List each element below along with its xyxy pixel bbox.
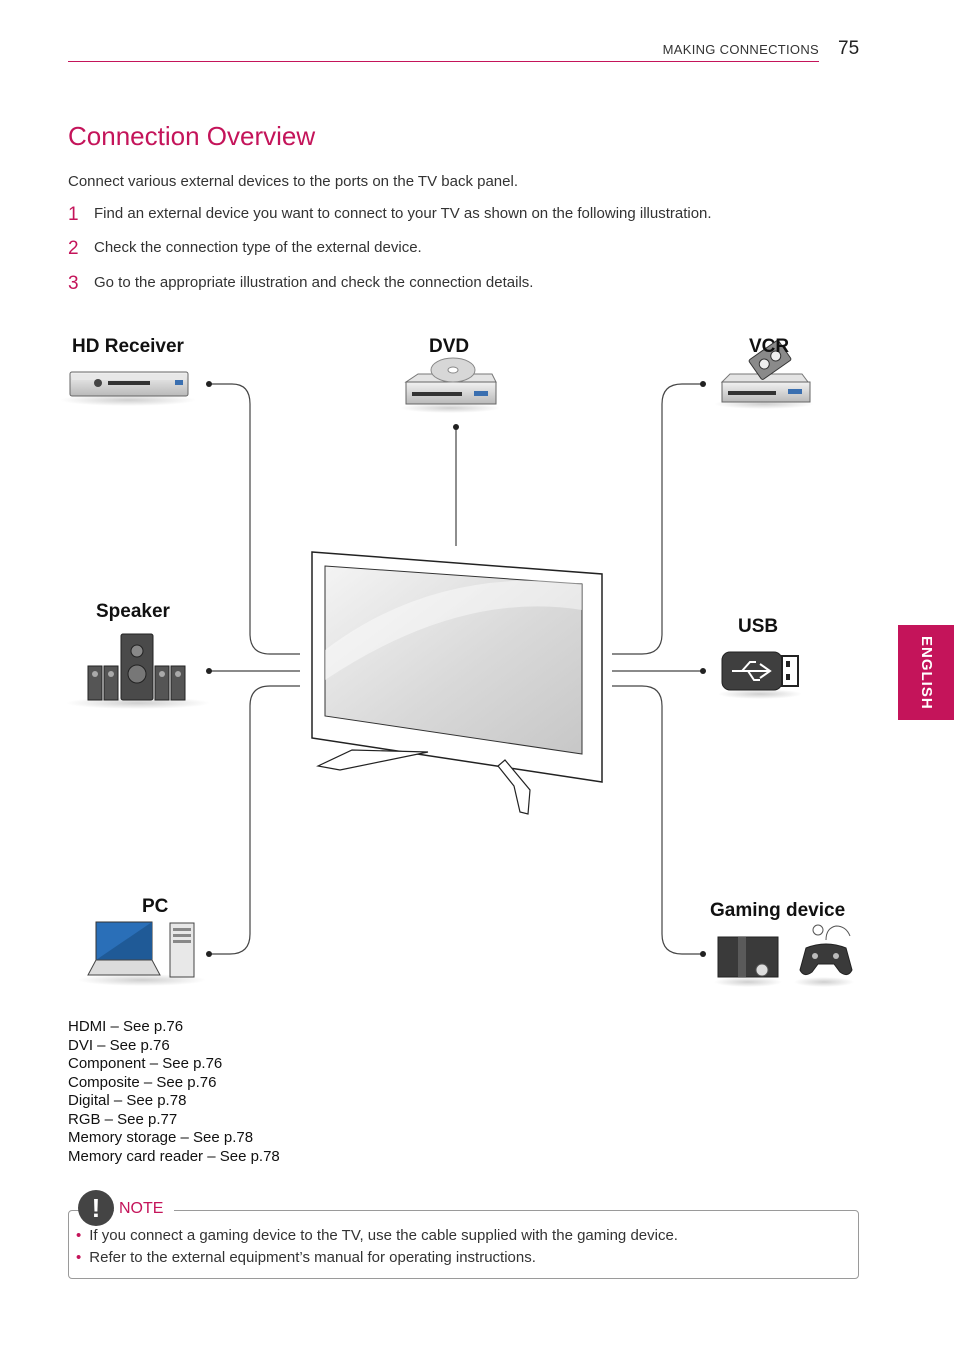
pc-icon xyxy=(78,921,206,986)
step-text: Find an external device you want to conn… xyxy=(94,205,712,222)
connection-diagram xyxy=(60,340,854,987)
speaker-icon xyxy=(66,633,210,709)
note-item: • If you connect a gaming device to the T… xyxy=(76,1227,678,1244)
hd-receiver-icon xyxy=(60,371,196,406)
intro-text: Connect various external devices to the … xyxy=(68,173,518,190)
step-number: 3 xyxy=(68,273,79,294)
header-divider xyxy=(68,61,819,62)
connection-list: HDMI – See p.76 DVI – See p.76 Component… xyxy=(68,1018,280,1166)
gaming-device-label: Gaming device xyxy=(710,900,846,921)
usb-icon xyxy=(718,651,802,699)
step-number: 2 xyxy=(68,238,79,259)
hd-receiver-label: HD Receiver xyxy=(72,336,184,357)
step-text: Go to the appropriate illustration and c… xyxy=(94,274,534,291)
connection-item: HDMI – See p.76 xyxy=(68,1018,184,1035)
note-label: NOTE xyxy=(119,1200,164,1217)
dvd-icon xyxy=(400,357,500,413)
step-number: 1 xyxy=(68,204,79,225)
bullet-icon: • xyxy=(76,1227,82,1244)
line-hd-receiver xyxy=(209,383,300,655)
bullet-icon: • xyxy=(76,1249,82,1266)
connection-item: Component – See p.76 xyxy=(68,1055,223,1072)
step-3: 3 Go to the appropriate illustration and … xyxy=(68,273,533,295)
line-gaming xyxy=(612,685,703,955)
usb-label: USB xyxy=(738,616,779,637)
vcr-icon xyxy=(714,340,814,409)
step-1: 1 Find an external device you want to con… xyxy=(68,204,712,226)
pc-label: PC xyxy=(142,896,169,917)
step-2: 2 Check the connection type of the extern… xyxy=(68,238,422,260)
connection-lines xyxy=(209,383,703,955)
tv-icon xyxy=(311,551,603,815)
connection-item: DVI – See p.76 xyxy=(68,1036,170,1054)
connection-item: Memory storage – See p.78 xyxy=(68,1129,254,1146)
step-text: Check the connection type of the externa… xyxy=(94,239,422,256)
note-box xyxy=(68,1210,859,1279)
note-text: Refer to the external equipment’s manual… xyxy=(89,1249,536,1266)
language-tab-label: ENGLISH xyxy=(918,635,935,710)
line-vcr xyxy=(612,383,703,655)
line-pc xyxy=(209,685,300,955)
language-tab: ENGLISH xyxy=(898,625,954,720)
warning-icon: ! xyxy=(78,1190,114,1226)
section-label: MAKING CONNECTIONS xyxy=(662,42,819,57)
connection-item: Composite – See p.76 xyxy=(68,1073,217,1091)
dvd-label: DVD xyxy=(429,336,470,357)
connection-item: Digital – See p.78 xyxy=(68,1092,187,1109)
note-item: • Refer to the external equipment’s manua… xyxy=(76,1249,536,1266)
note-text: If you connect a gaming device to the TV… xyxy=(89,1227,678,1244)
connection-dots xyxy=(206,381,706,957)
connection-item: RGB – See p.77 xyxy=(68,1110,178,1128)
page-title: Connection Overview xyxy=(68,121,316,151)
vcr-label: VCR xyxy=(749,336,790,357)
page-number: 75 xyxy=(838,38,860,59)
gaming-device-icon xyxy=(714,924,854,987)
speaker-label: Speaker xyxy=(96,601,170,622)
connection-item: Memory card reader – See p.78 xyxy=(68,1147,280,1165)
